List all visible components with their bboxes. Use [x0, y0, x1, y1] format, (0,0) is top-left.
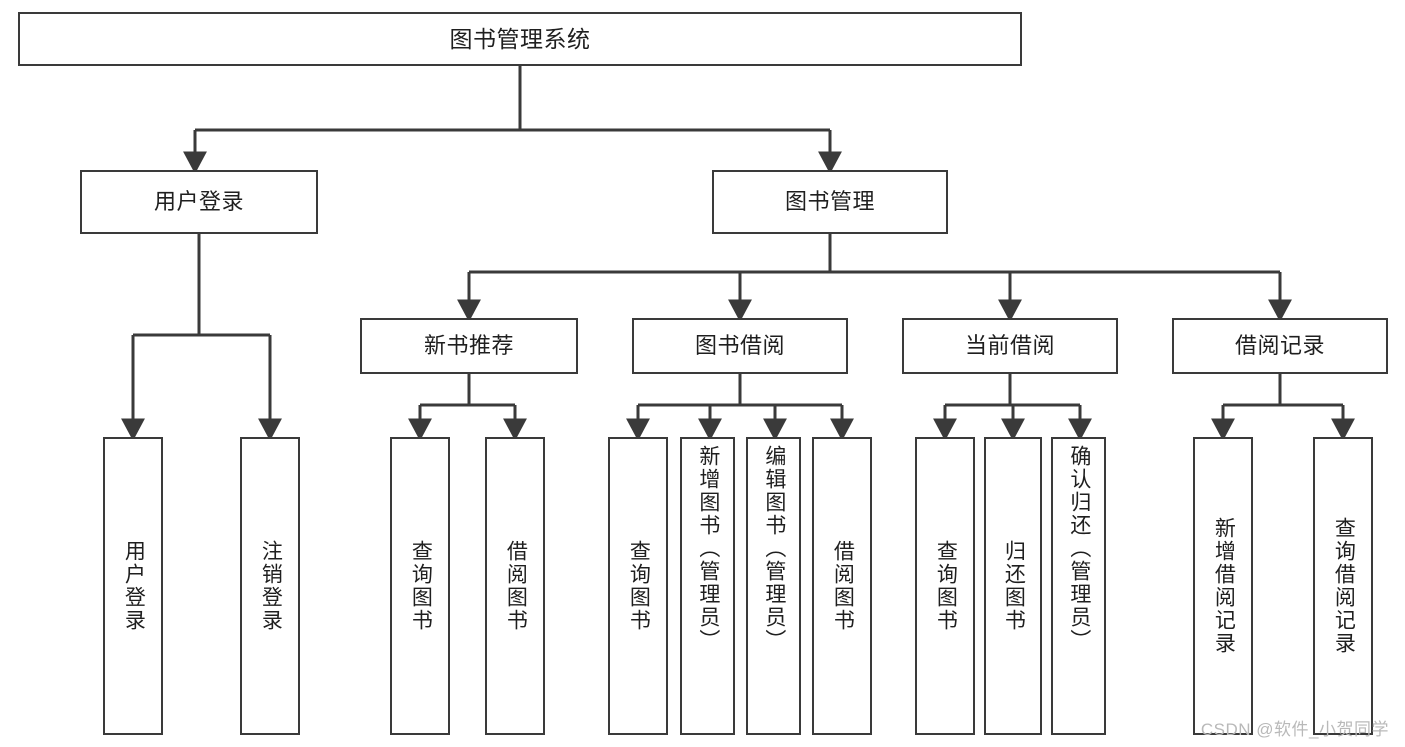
node-label: 查询图书: [934, 540, 958, 632]
node-label: 图书管理: [784, 189, 875, 215]
node-label: 查询图书: [627, 540, 651, 632]
node-leaf-query-record[interactable]: 查询借阅记录: [1313, 437, 1373, 735]
node-leaf-borrow-book-1[interactable]: 借阅图书: [485, 437, 545, 735]
node-label: 当前借阅: [964, 333, 1055, 359]
node-label: 借阅记录: [1234, 333, 1325, 359]
node-label: 查询借阅记录: [1332, 517, 1356, 655]
node-label: 确认归还（管理员）: [1067, 445, 1091, 652]
node-label: 归还图书: [1002, 540, 1026, 632]
node-leaf-add-record[interactable]: 新增借阅记录: [1193, 437, 1253, 735]
node-leaf-edit-book[interactable]: 编辑图书（管理员）: [746, 437, 801, 735]
node-label: 图书管理系统: [449, 25, 591, 52]
node-label: 新增图书（管理员）: [696, 445, 720, 652]
node-label: 借阅图书: [831, 540, 855, 632]
node-current-borrow[interactable]: 当前借阅: [902, 318, 1118, 374]
node-new-book-recommend[interactable]: 新书推荐: [360, 318, 578, 374]
node-label: 新增借阅记录: [1212, 517, 1236, 655]
node-label: 用户登录: [122, 540, 146, 632]
node-label: 借阅图书: [504, 540, 528, 632]
node-leaf-logout[interactable]: 注销登录: [240, 437, 300, 735]
node-user-login[interactable]: 用户登录: [80, 170, 318, 234]
node-label: 注销登录: [259, 540, 283, 632]
node-book-borrow[interactable]: 图书借阅: [632, 318, 848, 374]
node-label: 查询图书: [409, 540, 433, 632]
node-label: 用户登录: [153, 189, 244, 215]
node-borrow-record[interactable]: 借阅记录: [1172, 318, 1388, 374]
watermark: CSDN @软件_小贺同学: [1200, 720, 1389, 739]
node-leaf-borrow-book-2[interactable]: 借阅图书: [812, 437, 872, 735]
node-root-system[interactable]: 图书管理系统: [18, 12, 1022, 66]
node-label: 编辑图书（管理员）: [762, 445, 786, 652]
node-leaf-return-book[interactable]: 归还图书: [984, 437, 1042, 735]
node-leaf-user-login[interactable]: 用户登录: [103, 437, 163, 735]
node-leaf-query-book-2[interactable]: 查询图书: [608, 437, 668, 735]
node-leaf-query-book-3[interactable]: 查询图书: [915, 437, 975, 735]
node-label: 新书推荐: [423, 333, 514, 359]
node-book-management[interactable]: 图书管理: [712, 170, 948, 234]
node-leaf-add-book[interactable]: 新增图书（管理员）: [680, 437, 735, 735]
node-leaf-query-book-1[interactable]: 查询图书: [390, 437, 450, 735]
node-leaf-confirm-return[interactable]: 确认归还（管理员）: [1051, 437, 1106, 735]
node-label: 图书借阅: [694, 333, 785, 359]
